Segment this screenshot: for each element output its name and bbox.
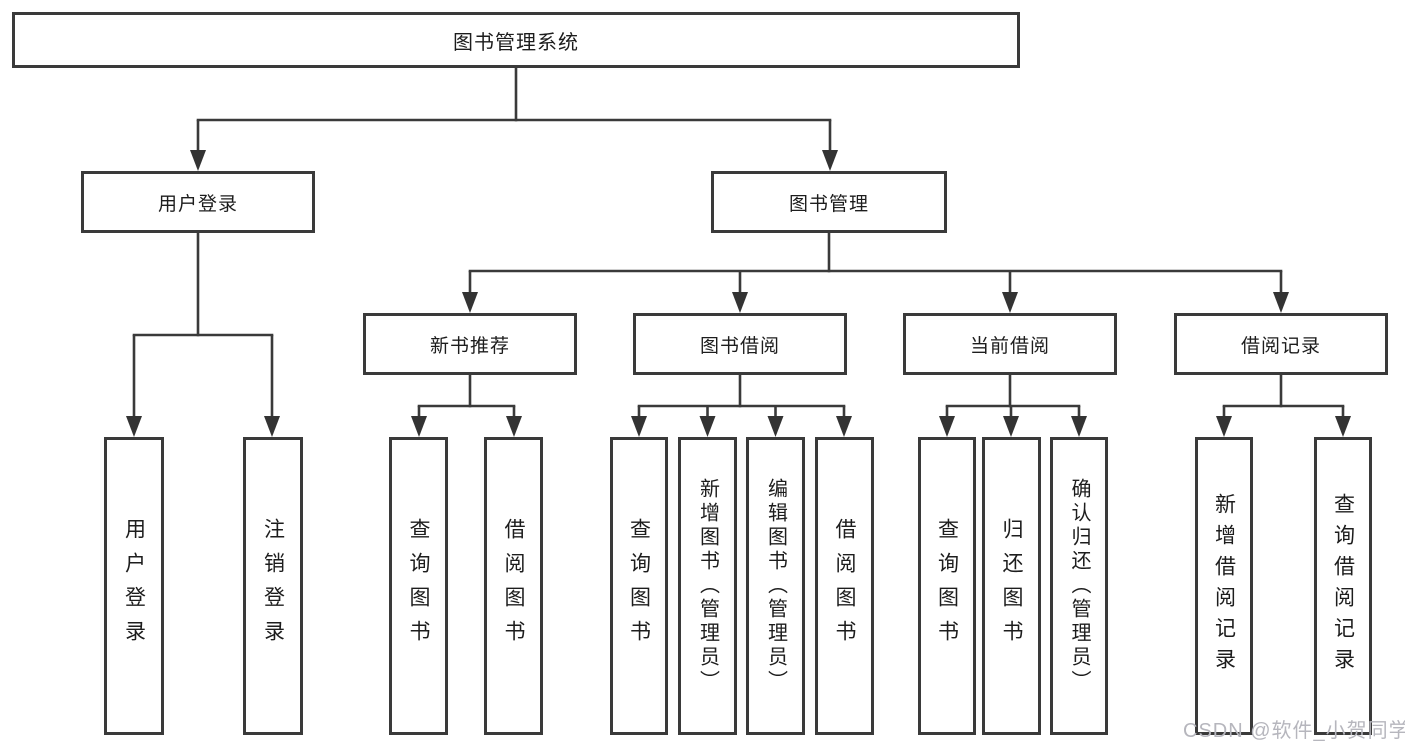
node-current-borrow-label: 当前借阅 — [969, 335, 1050, 357]
leaf-borrow-query-books-label: 查询图书 — [627, 518, 651, 654]
leaf-recommend-borrow-books: 借阅图书 — [484, 437, 543, 735]
leaf-add-borrow-record: 新增借阅记录 — [1195, 437, 1253, 735]
leaf-user-login: 用户登录 — [104, 437, 164, 735]
leaf-add-books-admin: 新增图书（管理员） — [678, 437, 737, 735]
leaf-current-query-books: 查询图书 — [918, 437, 976, 735]
node-new-book-recommend-label: 新书推荐 — [429, 335, 510, 357]
csdn-watermark: CSDN @软件_小贺同学 — [1183, 720, 1405, 742]
leaf-query-borrow-record-label: 查询借阅记录 — [1331, 493, 1355, 679]
leaf-query-borrow-record: 查询借阅记录 — [1314, 437, 1372, 735]
leaf-recommend-query-books-label: 查询图书 — [407, 518, 430, 654]
leaf-borrow-books: 借阅图书 — [815, 437, 874, 735]
leaf-current-query-books-label: 查询图书 — [935, 518, 959, 654]
node-book-management: 图书管理 — [711, 171, 947, 233]
node-new-book-recommend: 新书推荐 — [363, 313, 577, 375]
leaf-confirm-return-admin: 确认归还（管理员） — [1050, 437, 1108, 735]
leaf-edit-books-admin: 编辑图书（管理员） — [746, 437, 805, 735]
leaf-add-books-admin-label: 新增图书（管理员） — [696, 478, 719, 694]
node-book-borrow: 图书借阅 — [633, 313, 847, 375]
node-user-login-label: 用户登录 — [157, 193, 238, 215]
node-library-system: 图书管理系统 — [12, 12, 1020, 68]
leaf-logout-label: 注销登录 — [261, 518, 285, 654]
node-user-login: 用户登录 — [81, 171, 315, 233]
node-book-borrow-label: 图书借阅 — [699, 335, 780, 357]
node-borrow-records-label: 借阅记录 — [1240, 335, 1321, 357]
leaf-confirm-return-admin-label: 确认归还（管理员） — [1068, 478, 1090, 694]
node-current-borrow: 当前借阅 — [903, 313, 1117, 375]
leaf-recommend-borrow-books-label: 借阅图书 — [502, 518, 525, 654]
leaf-edit-books-admin-label: 编辑图书（管理员） — [764, 478, 787, 694]
node-borrow-records: 借阅记录 — [1174, 313, 1388, 375]
node-library-system-label: 图书管理系统 — [453, 31, 579, 54]
leaf-return-books: 归还图书 — [982, 437, 1041, 735]
node-book-management-label: 图书管理 — [788, 193, 869, 215]
leaf-add-borrow-record-label: 新增借阅记录 — [1212, 493, 1236, 679]
leaf-recommend-query-books: 查询图书 — [389, 437, 448, 735]
leaf-borrow-query-books: 查询图书 — [610, 437, 668, 735]
leaf-user-login-label: 用户登录 — [122, 518, 146, 654]
leaf-return-books-label: 归还图书 — [1000, 518, 1023, 654]
leaf-borrow-books-label: 借阅图书 — [833, 518, 856, 654]
leaf-logout: 注销登录 — [243, 437, 303, 735]
